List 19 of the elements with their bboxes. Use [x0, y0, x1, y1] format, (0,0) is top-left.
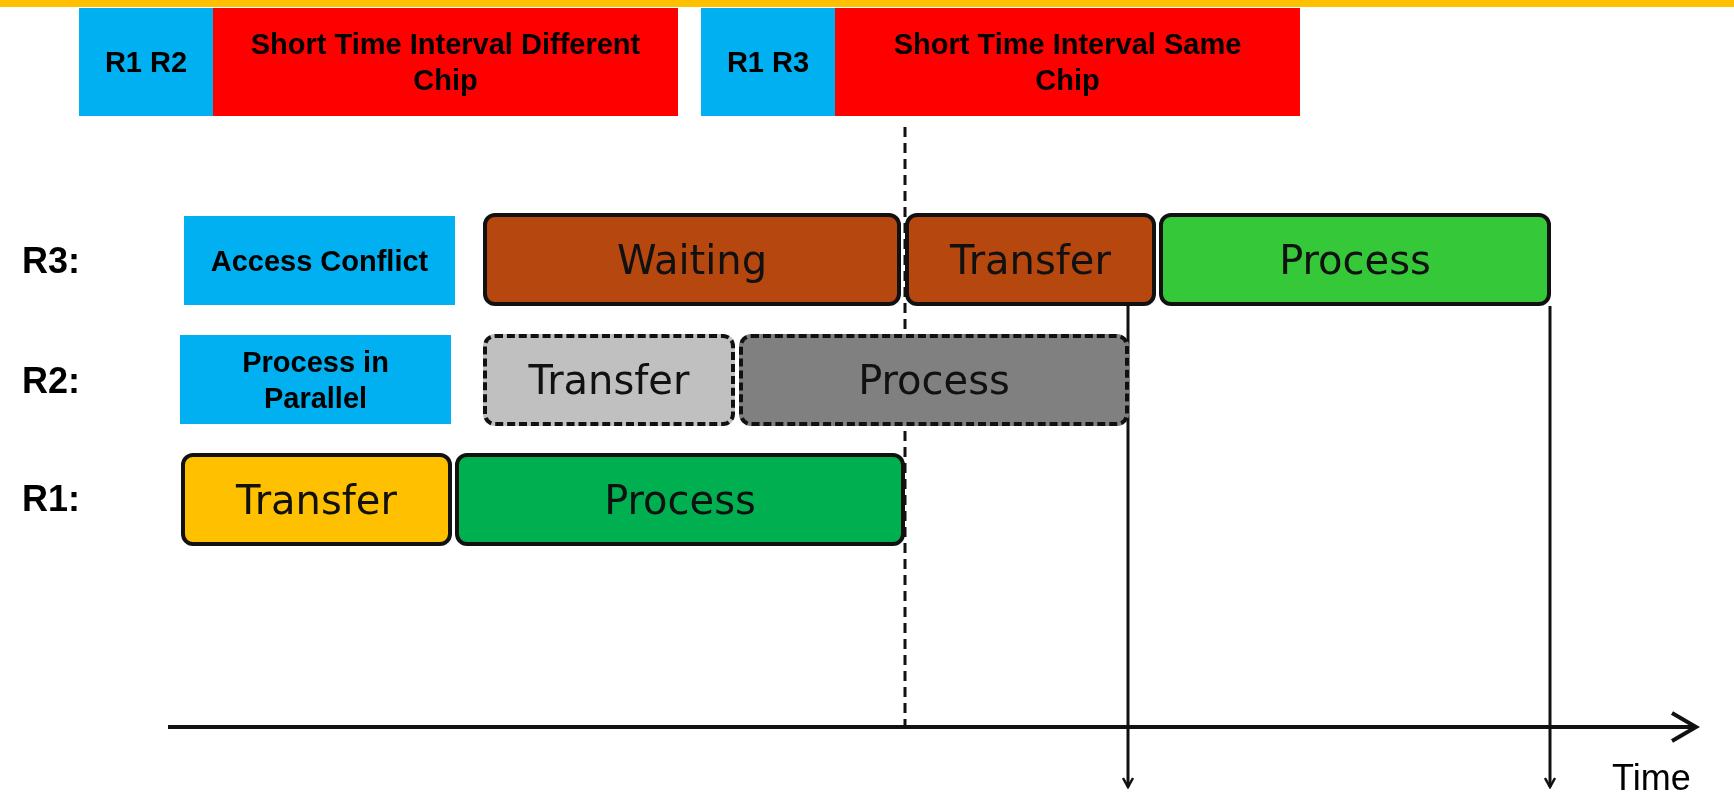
transfer-bar: Transfer [905, 213, 1156, 306]
arrow [1543, 306, 1557, 789]
axis-label: Time [1612, 757, 1691, 799]
process-bar: Process [455, 453, 905, 546]
waiting-bar: Waiting [483, 213, 901, 306]
note-box: Access Conflict [184, 216, 455, 305]
transfer-bar: Transfer [483, 334, 735, 426]
transfer-bar: Transfer [181, 453, 452, 546]
arrow [1121, 306, 1135, 789]
time-interval-banner: Short Time Interval Same Chip [835, 8, 1300, 116]
process-bar: Process [1159, 213, 1551, 306]
row-label: R3: [22, 240, 80, 282]
time-interval-banner: Short Time Interval Different Chip [213, 8, 678, 116]
row-label: R2: [22, 360, 80, 402]
note-box: Process in Parallel [180, 335, 451, 424]
time-interval-tag: R1 R2 [79, 8, 213, 116]
row-label: R1: [22, 478, 80, 520]
time-interval-tag: R1 R3 [701, 8, 835, 116]
process-bar: Process [739, 334, 1129, 426]
